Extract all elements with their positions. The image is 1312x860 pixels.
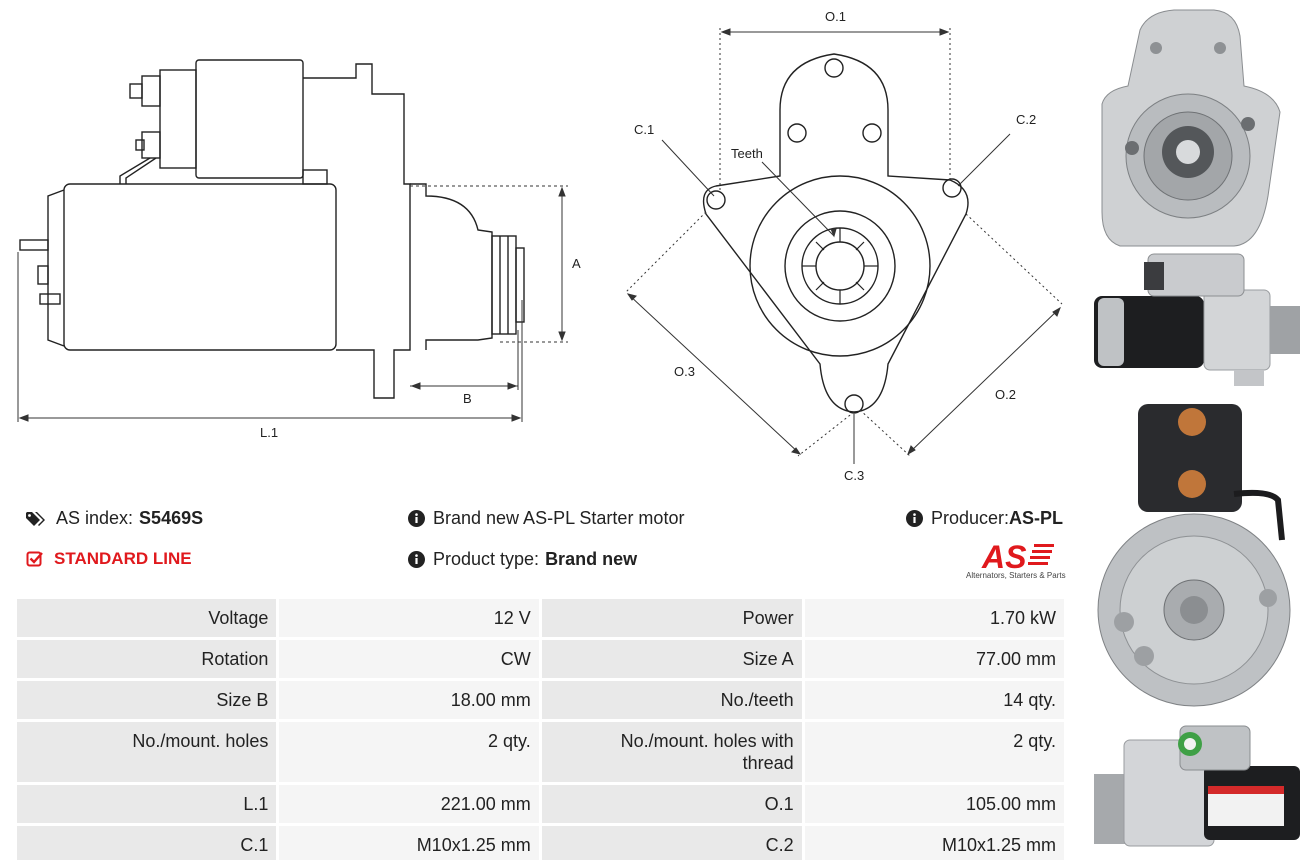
dim-label-b: B [463, 391, 472, 406]
product-type-label: Product type: [433, 549, 540, 569]
spec-value: 77.00 mm [804, 640, 1064, 678]
product-type-row: Product type: Brand new [408, 549, 637, 570]
logo-tagline: Alternators, Starters & Parts [966, 571, 1066, 580]
as-index-label: AS index: [56, 508, 134, 528]
description-row: Brand new AS-PL Starter motor [408, 508, 684, 529]
front-view-outline [702, 53, 969, 414]
product-description: Brand new AS-PL Starter motor [433, 508, 685, 528]
product-photo-front [1101, 9, 1281, 247]
spec-value: M10x1.25 mm [804, 826, 1064, 860]
as-index-value: S5469S [139, 508, 204, 528]
spec-value: CW [279, 640, 539, 678]
as-logo-mark: AS [981, 539, 1054, 575]
info-circle-icon [408, 551, 425, 568]
producer-row: Producer: AS-PL [906, 508, 1063, 529]
spec-row: Size B 18.00 mm No./teeth 14 qty. [17, 681, 1064, 719]
specifications-table: Voltage 12 V Power 1.70 kW Rotation CW S… [14, 596, 1067, 860]
spec-label: Rotation [17, 640, 277, 678]
technical-drawing: A B L.1 [17, 9, 1063, 483]
product-photo-rear [1097, 404, 1291, 707]
dim-label-o3: O.3 [674, 364, 695, 379]
spec-row: L.1 221.00 mm O.1 105.00 mm [17, 785, 1064, 823]
dim-label-c1: C.1 [634, 122, 654, 137]
spec-value: 12 V [279, 599, 539, 637]
spec-value: 1.70 kW [804, 599, 1064, 637]
info-circle-icon [906, 510, 923, 527]
product-photo-side [1094, 253, 1300, 386]
spec-row: C.1 M10x1.25 mm C.2 M10x1.25 mm [17, 826, 1064, 860]
dim-label-o1: O.1 [825, 9, 846, 24]
spec-row: Voltage 12 V Power 1.70 kW [17, 599, 1064, 637]
spec-label: Size B [17, 681, 277, 719]
as-index-row: AS index: S5469S [26, 508, 203, 529]
dim-label-c3: C.3 [844, 468, 864, 483]
spec-value: 18.00 mm [279, 681, 539, 719]
product-photo-label [1094, 725, 1300, 847]
spec-value: 14 qty. [804, 681, 1064, 719]
spec-value: 105.00 mm [804, 785, 1064, 823]
logo-text: AS [981, 540, 1027, 572]
dim-label-o2: O.2 [995, 387, 1016, 402]
product-photos [1094, 9, 1300, 847]
spec-label: No./mount. holes with thread [541, 722, 802, 782]
spec-label: C.1 [17, 826, 277, 860]
product-type-value: Brand new [545, 549, 638, 569]
spec-value: M10x1.25 mm [279, 826, 539, 860]
spec-value: 221.00 mm [279, 785, 539, 823]
dim-label-l1: L.1 [260, 425, 278, 440]
spec-label: Power [541, 599, 802, 637]
dim-label-a: A [572, 256, 581, 271]
product-line-row: STANDARD LINE [26, 549, 192, 569]
spec-label: No./mount. holes [17, 722, 277, 782]
spec-label: L.1 [17, 785, 277, 823]
spec-row: No./mount. holes 2 qty. No./mount. holes… [17, 722, 1064, 782]
dim-label-teeth: Teeth [731, 146, 763, 161]
product-line-label: STANDARD LINE [54, 549, 192, 568]
spec-label: Size A [541, 640, 802, 678]
check-square-icon [26, 550, 44, 568]
spec-value: 2 qty. [279, 722, 539, 782]
spec-value: 2 qty. [804, 722, 1064, 782]
tags-icon [26, 511, 48, 527]
dim-label-c2: C.2 [1016, 112, 1036, 127]
info-circle-icon [408, 510, 425, 527]
as-pl-logo: AS Alternators, Starters & Parts [960, 539, 1072, 584]
producer-value: AS-PL [1009, 508, 1064, 528]
motor-body-outline [63, 183, 337, 351]
solenoid-outline [195, 59, 304, 179]
spec-row: Rotation CW Size A 77.00 mm [17, 640, 1064, 678]
spec-label: C.2 [541, 826, 802, 860]
producer-label: Producer: [931, 508, 1010, 528]
spec-label: No./teeth [541, 681, 802, 719]
spec-label: O.1 [541, 785, 802, 823]
spec-label: Voltage [17, 599, 277, 637]
